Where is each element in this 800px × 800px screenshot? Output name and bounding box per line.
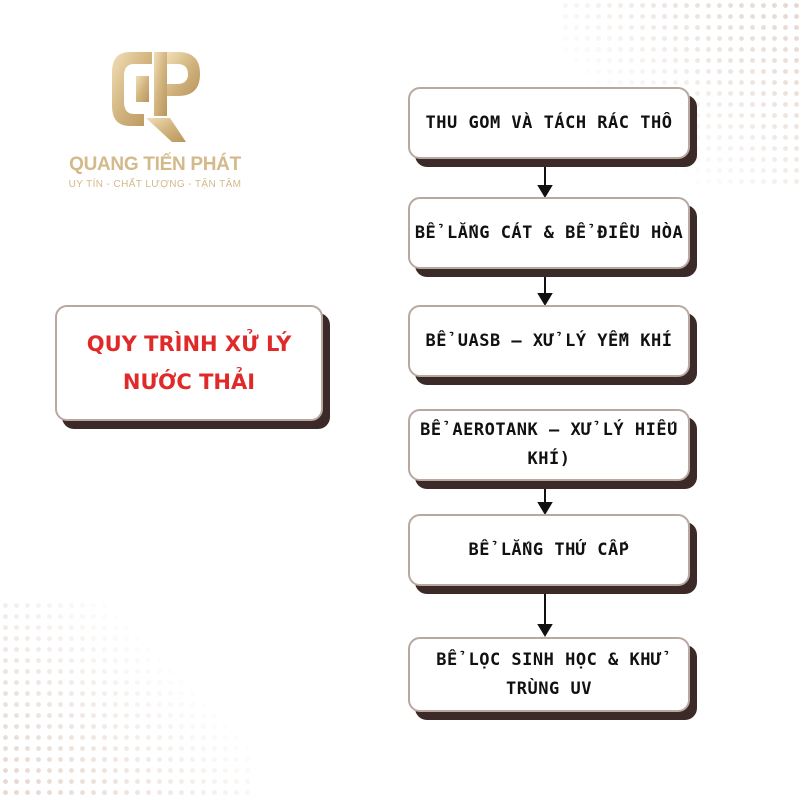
arrow-head-1 (537, 185, 553, 198)
arrow-head-4 (537, 624, 553, 637)
process-step-4-label: BỂ AEROTANK – XỬ LÝ HIẾU KHÍ) (420, 420, 678, 469)
process-step-4: BỂ AEROTANK – XỬ LÝ HIẾU KHÍ) (408, 409, 690, 481)
process-step-2-label: BỂ LẮNG CÁT & BỂ ĐIỀU HÒA (414, 222, 684, 243)
logo-slogan: UY TÍN - CHẤT LƯỢNG - TẬN TÂM (68, 179, 242, 190)
qp-monogram-logo-icon (112, 52, 200, 142)
process-step-5: BỂ LẮNG THỨ CẤP (408, 514, 690, 586)
process-step-1: THU GOM VÀ TÁCH RÁC THÔ (408, 87, 690, 159)
process-step-3: BỂ UASB – XỬ LÝ YẾM KHÍ (408, 305, 690, 377)
company-logo: QUANG TIẾN PHÁT UY TÍN - CHẤT LƯỢNG - TẬ… (40, 40, 270, 190)
arrow-head-3 (537, 502, 553, 515)
diagram-title-box: QUY TRÌNH XỬ LÝ NƯỚC THẢI (55, 305, 323, 421)
process-step-1-label: THU GOM VÀ TÁCH RÁC THÔ (425, 112, 673, 133)
diagram-title: QUY TRÌNH XỬ LÝ NƯỚC THẢI (86, 332, 292, 394)
logo-brand-name: QUANG TIẾN PHÁT (69, 154, 241, 175)
process-step-6-label: BỂ LỌC SINH HỌC & KHỬ TRÙNG UV (436, 649, 662, 699)
process-step-5-label: BỂ LẮNG THỨ CẤP (468, 539, 630, 560)
arrow-head-2 (537, 293, 553, 306)
process-step-6: BỂ LỌC SINH HỌC & KHỬ TRÙNG UV (408, 637, 690, 712)
process-step-2: BỂ LẮNG CÁT & BỂ ĐIỀU HÒA (408, 197, 690, 269)
process-step-3-label: BỂ UASB – XỬ LÝ YẾM KHÍ (425, 330, 673, 351)
